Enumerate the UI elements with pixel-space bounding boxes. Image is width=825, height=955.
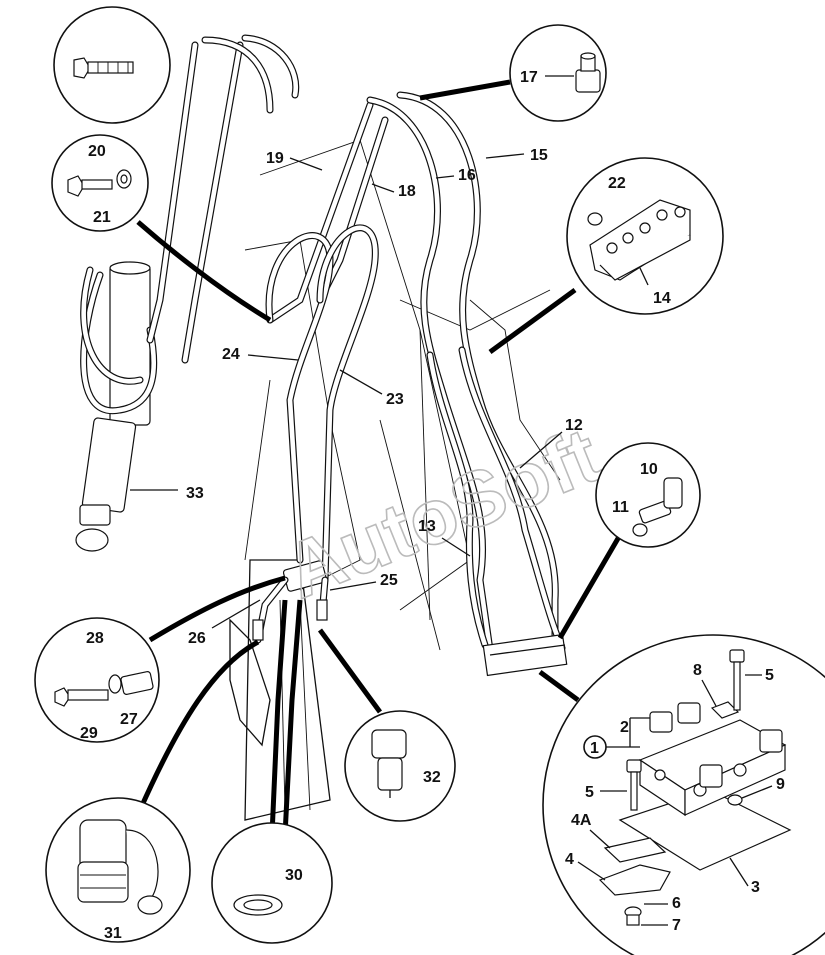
callout-15: 15 xyxy=(530,147,548,164)
rigid-pipes-left xyxy=(146,34,300,364)
detail-circle-bracket: 22 14 xyxy=(566,157,724,315)
callout-26: 26 xyxy=(188,630,206,647)
detail-circle-adapter: 32 xyxy=(344,710,456,822)
detail-circle-spacer: 28 27 29 xyxy=(34,617,160,743)
callout-28: 28 xyxy=(86,630,104,647)
callout-10: 10 xyxy=(640,461,658,478)
callout-24: 24 xyxy=(222,346,240,363)
callout-32: 32 xyxy=(423,769,441,786)
callout-19: 19 xyxy=(266,150,284,167)
callout-21: 21 xyxy=(93,209,111,226)
detail-circle-seal: 30 xyxy=(211,822,333,944)
callout-22: 22 xyxy=(608,175,626,192)
callout-31: 31 xyxy=(104,925,122,942)
callout-29: 29 xyxy=(80,725,98,742)
callout-33: 33 xyxy=(186,485,204,502)
callout-23: 23 xyxy=(386,391,404,408)
callout-27: 27 xyxy=(120,711,138,728)
detail-circle-valve: 1 2 8 5 5 9 4A 4 3 6 7 xyxy=(542,634,825,955)
hose-manifold xyxy=(482,633,568,677)
callout-30: 30 xyxy=(285,867,303,884)
detail-circle-17: 17 xyxy=(509,24,607,122)
callout-20: 20 xyxy=(88,143,106,160)
hydraulic-cylinder xyxy=(75,261,178,552)
callout-16: 16 xyxy=(458,167,476,184)
callout-25: 25 xyxy=(380,572,398,589)
callout-9: 9 xyxy=(776,776,785,793)
detail-circle-coupling: 31 xyxy=(45,797,191,943)
callout-1: 1 xyxy=(590,740,599,757)
callout-8: 8 xyxy=(693,662,702,679)
watermark-text: AutoSoft xyxy=(273,410,611,615)
boom-bracket xyxy=(229,618,271,747)
rigid-pipes-middle xyxy=(265,101,389,584)
detail-circle-bolt xyxy=(53,6,171,124)
callout-11: 11 xyxy=(612,499,629,516)
callout-4: 4 xyxy=(565,851,574,868)
callout-17: 17 xyxy=(520,69,538,86)
callout-13: 13 xyxy=(418,518,436,535)
callout-7: 7 xyxy=(672,917,681,934)
detail-circle-bolt-washer: 20 21 xyxy=(51,134,149,232)
callout-3: 3 xyxy=(751,879,760,896)
callout-12: 12 xyxy=(565,417,583,434)
callout-4a: 4A xyxy=(571,812,592,829)
lower-fittings xyxy=(252,560,329,644)
detail-leaders xyxy=(136,79,623,836)
callout-5a: 5 xyxy=(765,667,774,684)
callout-14: 14 xyxy=(653,290,671,307)
callout-6: 6 xyxy=(672,895,681,912)
main-callouts: 19 15 16 18 24 23 12 13 25 26 33 xyxy=(186,147,583,647)
callout-5b: 5 xyxy=(585,784,594,801)
cylinder-hoses xyxy=(80,266,158,415)
detail-circle-elbow: 10 11 xyxy=(595,442,701,548)
callout-2: 2 xyxy=(620,719,629,736)
callout-18: 18 xyxy=(398,183,416,200)
long-hoses-right xyxy=(366,91,566,654)
